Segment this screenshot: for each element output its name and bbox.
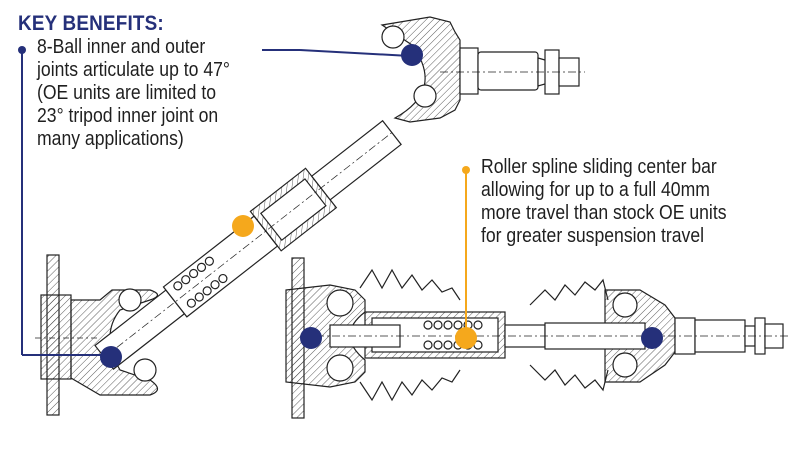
callout-line: more travel than stock OE units [481, 202, 727, 224]
callout-2-leader [462, 166, 470, 338]
callout-1-bullet [18, 46, 26, 54]
callout-1-leader [18, 46, 411, 356]
callout-line: allowing for up to a full 40mm [481, 179, 710, 201]
key-benefits-title: KEY BENEFITS: [18, 12, 164, 35]
roller-balls-angled [173, 256, 228, 308]
callout-2-bullet [462, 166, 470, 174]
marker-outer-joint-straight [641, 327, 663, 349]
callout-line: joints articulate up to 47° [37, 59, 230, 81]
callout-line: (OE units are limited to [37, 82, 217, 104]
inner-joint-housing-angled [35, 254, 159, 416]
inner-joint-housing-straight [285, 257, 366, 419]
marker-roller-spline-straight [455, 327, 477, 349]
boot-straight-left [359, 268, 461, 301]
marker-inner-joint-angled [100, 346, 122, 368]
marker-inner-joint-straight [300, 327, 322, 349]
callout-ball-joints: 8-Ball inner and outer joints articulate… [37, 36, 230, 151]
callout-line: Roller spline sliding center bar [481, 156, 717, 178]
callout-line: 8-Ball inner and outer [37, 36, 206, 58]
outer-joint-housing-angled [380, 16, 585, 123]
straight-axle-drawing [285, 257, 790, 419]
callout-line: 23° tripod inner joint on [37, 105, 219, 127]
callout-line: for greater suspension travel [481, 225, 705, 247]
marker-outer-joint-angled [401, 44, 423, 66]
callout-roller-spline: Roller spline sliding center bar allowin… [481, 156, 727, 248]
callout-line: many applications) [37, 128, 184, 150]
marker-roller-spline-angled [232, 215, 254, 237]
boot-straight-left-bottom [359, 369, 461, 402]
boot-straight-right-bottom [529, 364, 609, 392]
boot-straight-right [529, 278, 609, 306]
